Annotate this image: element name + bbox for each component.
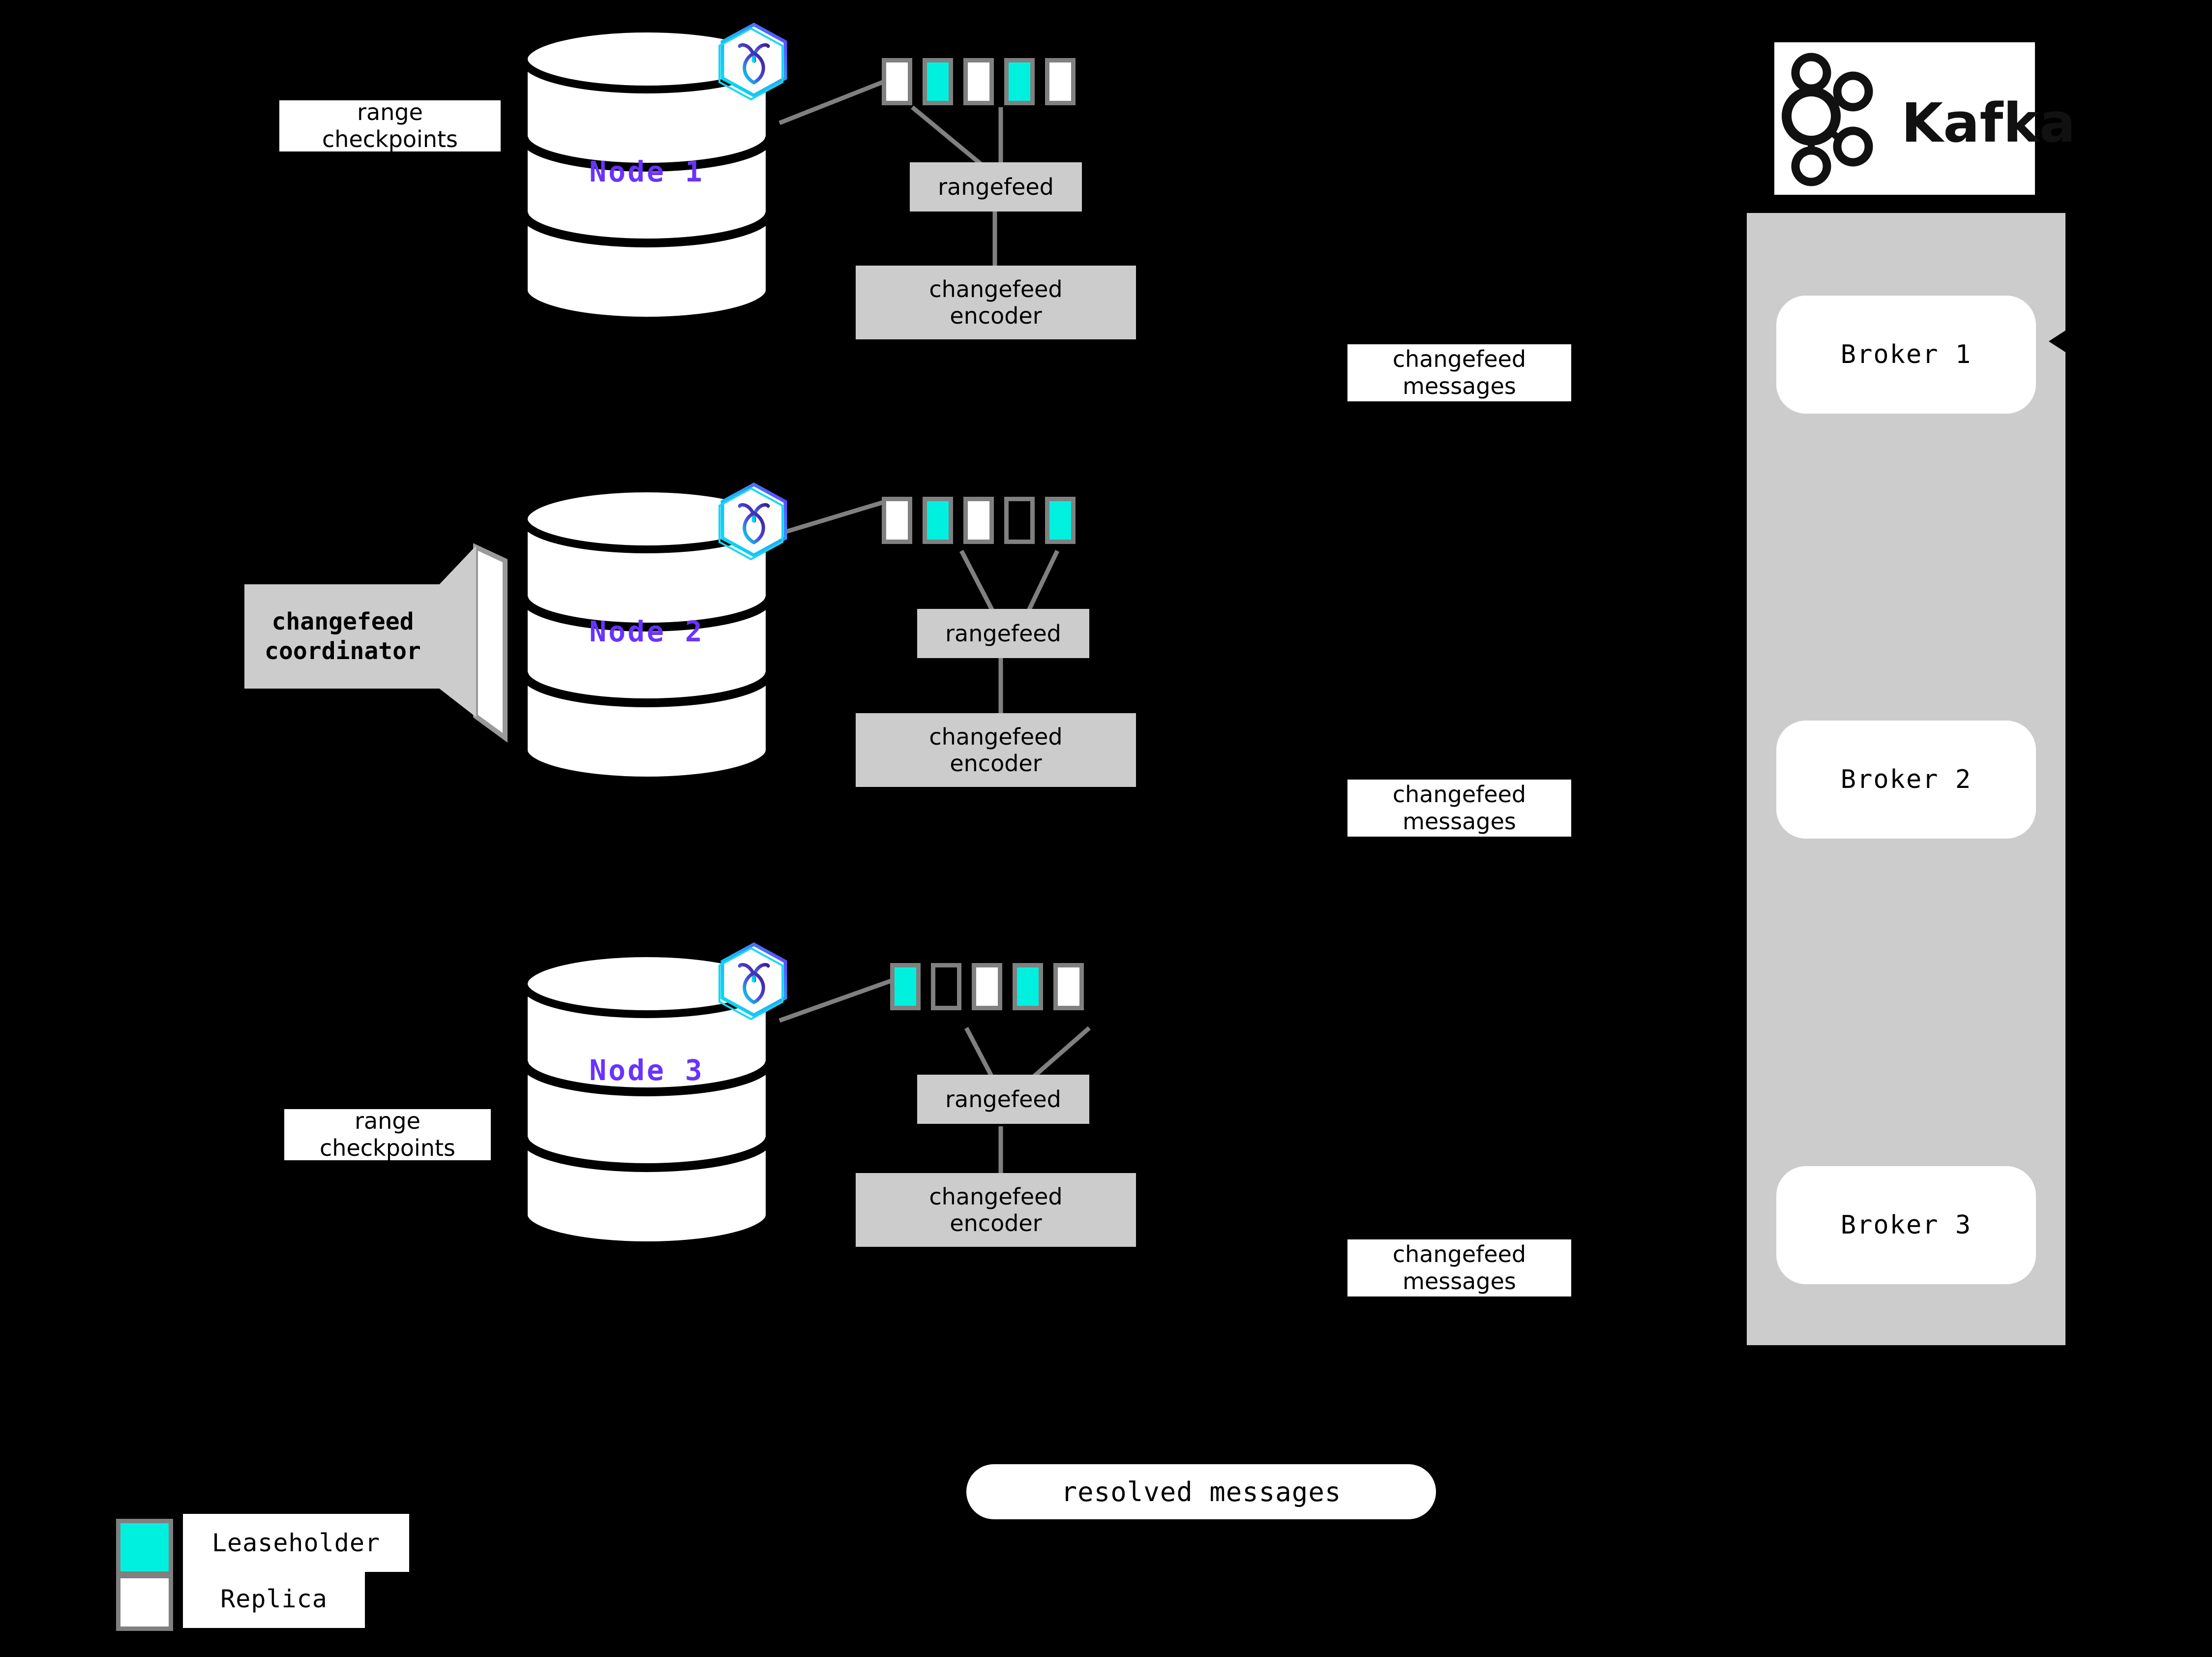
changefeed-encoder-box-3[interactable]: changefeed encoder [856,1173,1136,1247]
caption-line-2: checkpoints [322,126,458,152]
range-box[interactable] [1045,58,1076,105]
caption-line-2: checkpoints [320,1135,455,1161]
node-label-3: Node 3 [589,1054,704,1087]
encoder-line-2: encoder [950,1210,1042,1236]
node-cylinder-1: Node 1 [519,25,775,320]
encoder-line-1: changefeed [929,275,1063,302]
messages-line-1: changefeed [1392,1240,1526,1267]
kafka-nodes-icon [1782,53,1873,186]
changefeed-messages-label-1: changefeed messages [1347,344,1571,401]
node-cylinder-2: Node 2 [519,484,775,780]
kafka-broker-panel: Broker 1 Broker 2 Broker 3 [1747,213,2065,1345]
messages-line-1: changefeed [1392,345,1526,372]
changefeed-encoder-box-2[interactable]: changefeed encoder [856,713,1136,787]
range-box[interactable] [1045,497,1076,544]
encoder-line-1: changefeed [929,1183,1063,1210]
range-box[interactable] [1004,497,1035,544]
range-row-1 [882,58,1076,105]
range-box[interactable] [972,963,1002,1010]
node-label-2: Node 2 [589,615,704,648]
rangefeed-box-2[interactable]: rangefeed [917,609,1089,658]
cockroachdb-logo-icon-1 [712,19,796,102]
range-box[interactable] [931,963,961,1010]
range-box[interactable] [1053,963,1084,1010]
changefeed-encoder-box-1[interactable]: changefeed encoder [856,266,1136,339]
cockroachdb-logo-icon-2 [712,479,796,562]
range-row-3 [890,963,1084,1010]
broker-box-1[interactable]: Broker 1 [1776,296,2036,414]
encoder-line-2: encoder [950,302,1042,329]
legend-swatch-leaseholder [116,1519,173,1576]
messages-line-2: messages [1403,808,1516,835]
range-row-2 [882,497,1076,544]
resolved-messages-pill[interactable]: resolved messages [966,1464,1436,1519]
coordinator-body: changefeed coordinator [244,584,441,689]
range-checkpoints-label-3: range checkpoints [284,1107,491,1161]
messages-line-1: changefeed [1392,781,1526,808]
range-box[interactable] [882,497,912,544]
kafka-wordmark: Kafka [1901,91,2076,154]
legend-label-replica: Replica [183,1570,365,1628]
range-checkpoints-label-1: range checkpoints [279,98,501,152]
caption-line-1: range [355,1107,420,1134]
cockroachdb-logo-icon-3 [712,938,796,1022]
broker-inbound-arrow-icon [2049,331,2065,352]
range-box[interactable] [963,497,994,544]
range-box[interactable] [963,58,994,105]
legend-label-leaseholder: Leaseholder [183,1514,409,1572]
encoder-line-1: changefeed [929,723,1063,750]
range-box[interactable] [890,963,921,1010]
broker-box-3[interactable]: Broker 3 [1776,1166,2036,1284]
encoder-line-2: encoder [950,750,1042,777]
messages-line-2: messages [1403,373,1516,399]
coordinator-line-2: coordinator [265,637,421,665]
caption-line-1: range [357,98,423,125]
node-label-1: Node 1 [589,155,704,188]
range-box[interactable] [923,497,953,544]
range-box[interactable] [1013,963,1043,1010]
changefeed-coordinator-callout[interactable]: changefeed coordinator [244,541,520,748]
rangefeed-box-3[interactable]: rangefeed [917,1075,1089,1124]
node-cylinder-3: Node 3 [519,949,775,1244]
range-box[interactable] [923,58,953,105]
rangefeed-box-1[interactable]: rangefeed [910,162,1082,211]
range-box[interactable] [1004,58,1035,105]
coordinator-line-1: changefeed [271,608,414,635]
legend-swatch-replica [116,1574,173,1631]
changefeed-messages-label-3: changefeed messages [1347,1239,1571,1296]
messages-line-2: messages [1403,1268,1516,1295]
changefeed-messages-label-2: changefeed messages [1347,780,1571,837]
broker-box-2[interactable]: Broker 2 [1776,721,2036,839]
kafka-logo-box: Kafka [1774,42,2076,195]
range-box[interactable] [882,58,912,105]
